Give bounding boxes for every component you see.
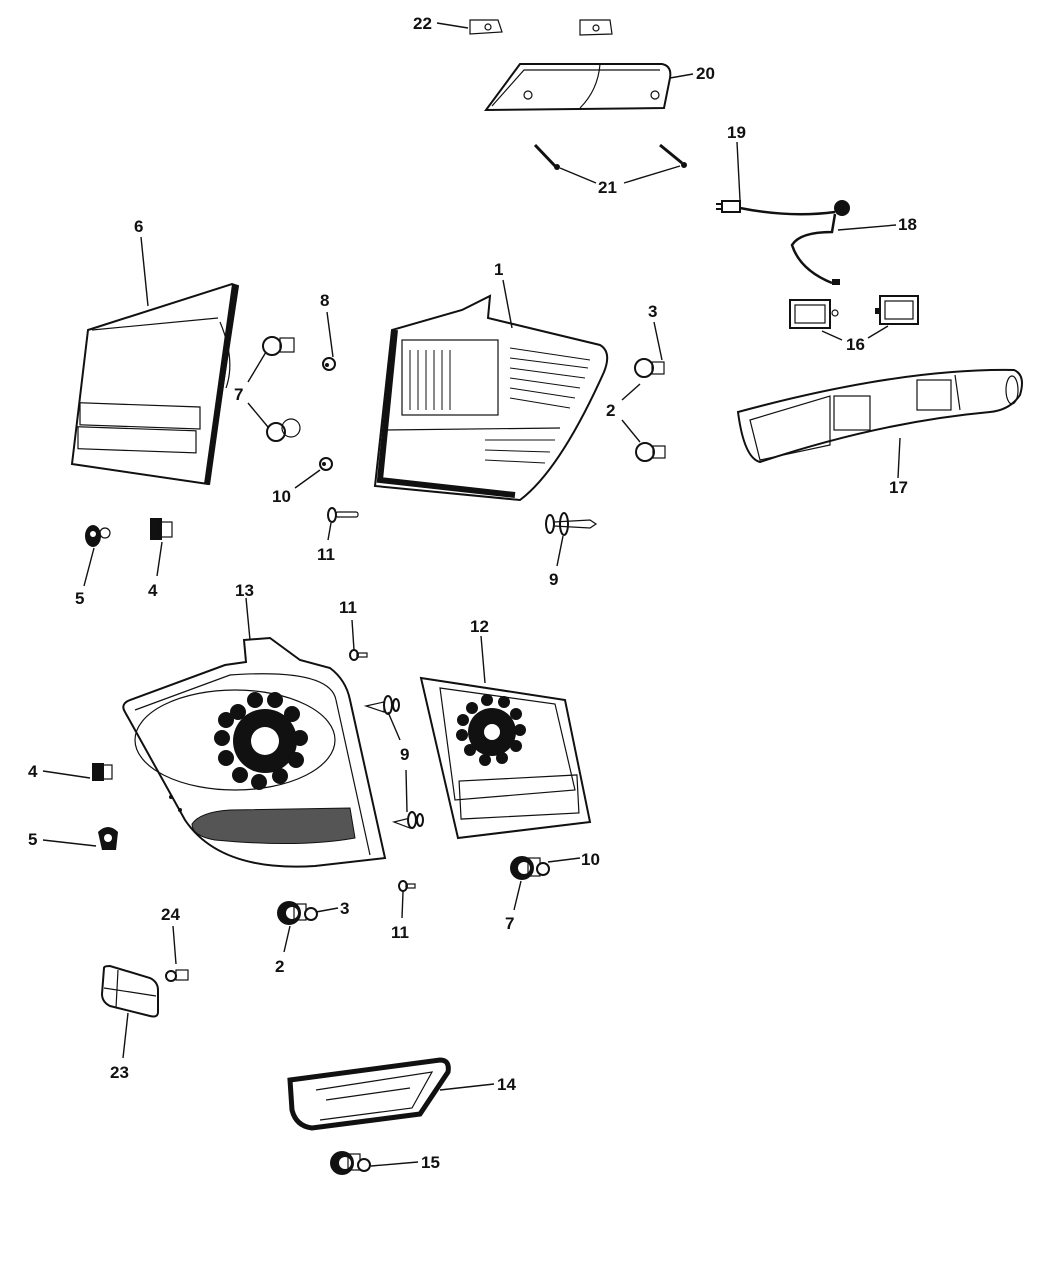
callout-9-upper: 9 xyxy=(549,570,558,589)
part-12-inner-lamp xyxy=(419,676,592,840)
part-5-socket-lower xyxy=(98,827,118,850)
callout-19: 19 xyxy=(727,123,746,142)
callout-22: 22 xyxy=(413,14,432,33)
part-7-10-socket-lower xyxy=(510,856,550,880)
callout-10-upper: 10 xyxy=(272,487,291,506)
callout-17: 17 xyxy=(889,478,908,497)
part-9-push-pin xyxy=(545,512,598,536)
part-11-screw-lower xyxy=(398,880,416,892)
callout-2-upper: 2 xyxy=(606,401,615,420)
callout-13: 13 xyxy=(235,581,254,600)
part-14-lamp-bezel xyxy=(287,1057,451,1131)
callout-9-lower: 9 xyxy=(400,745,409,764)
callout-20: 20 xyxy=(696,64,715,83)
part-8-socket xyxy=(322,357,336,371)
callout-11-upper: 11 xyxy=(317,545,335,564)
callout-12: 12 xyxy=(470,617,489,636)
part-19-socket xyxy=(716,200,741,213)
part-4-clip xyxy=(150,518,173,540)
callout-1: 1 xyxy=(494,260,503,279)
part-10-socket xyxy=(319,457,333,471)
part-24-bulb xyxy=(165,969,189,982)
part-9-push-pins-lower xyxy=(363,695,424,829)
part-4-clip-lower xyxy=(92,763,113,781)
part-20-high-mount-lamp xyxy=(484,63,672,112)
callout-7-lower: 7 xyxy=(505,914,514,933)
part-23-side-marker xyxy=(100,964,159,1018)
callout-11-lower: 11 xyxy=(391,923,409,942)
callout-7-upper: 7 xyxy=(234,385,243,404)
part-2-bulbs xyxy=(634,358,666,462)
callout-3-upper: 3 xyxy=(648,302,657,321)
callout-15: 15 xyxy=(421,1153,440,1172)
part-7-bulbs xyxy=(262,336,301,442)
part-22-clip xyxy=(469,19,613,36)
callout-8: 8 xyxy=(320,291,329,310)
part-21-screws xyxy=(533,143,687,170)
part-11-screw-middle xyxy=(349,649,368,661)
callout-3-lower: 3 xyxy=(340,899,349,918)
callout-18: 18 xyxy=(898,215,917,234)
callout-14: 14 xyxy=(497,1075,516,1094)
part-16-license-lamps xyxy=(789,295,919,329)
part-18-wiring-harness xyxy=(739,200,850,285)
callout-21: 21 xyxy=(598,178,617,197)
callout-23: 23 xyxy=(110,1063,129,1082)
part-17-liftgate-applique xyxy=(736,368,1023,464)
callout-5-upper: 5 xyxy=(75,589,84,608)
part-6-liftgate-lamp xyxy=(70,282,240,486)
callout-10-lower: 10 xyxy=(581,850,600,869)
callout-5-lower: 5 xyxy=(28,830,37,849)
part-13-quarter-lamp xyxy=(122,636,387,868)
callout-2-lower: 2 xyxy=(275,957,284,976)
callout-11-middle: 11 xyxy=(339,598,357,617)
part-2-3-socket-lower xyxy=(277,901,318,925)
part-11-screw xyxy=(327,507,359,523)
part-5-socket xyxy=(85,525,111,547)
part-1-tail-lamp xyxy=(373,294,609,502)
callout-4-upper: 4 xyxy=(148,581,158,600)
part-15-socket xyxy=(330,1151,371,1175)
callout-16: 16 xyxy=(846,335,865,354)
callout-6: 6 xyxy=(134,217,143,236)
callout-4-lower: 4 xyxy=(28,762,38,781)
callout-24: 24 xyxy=(161,905,180,924)
